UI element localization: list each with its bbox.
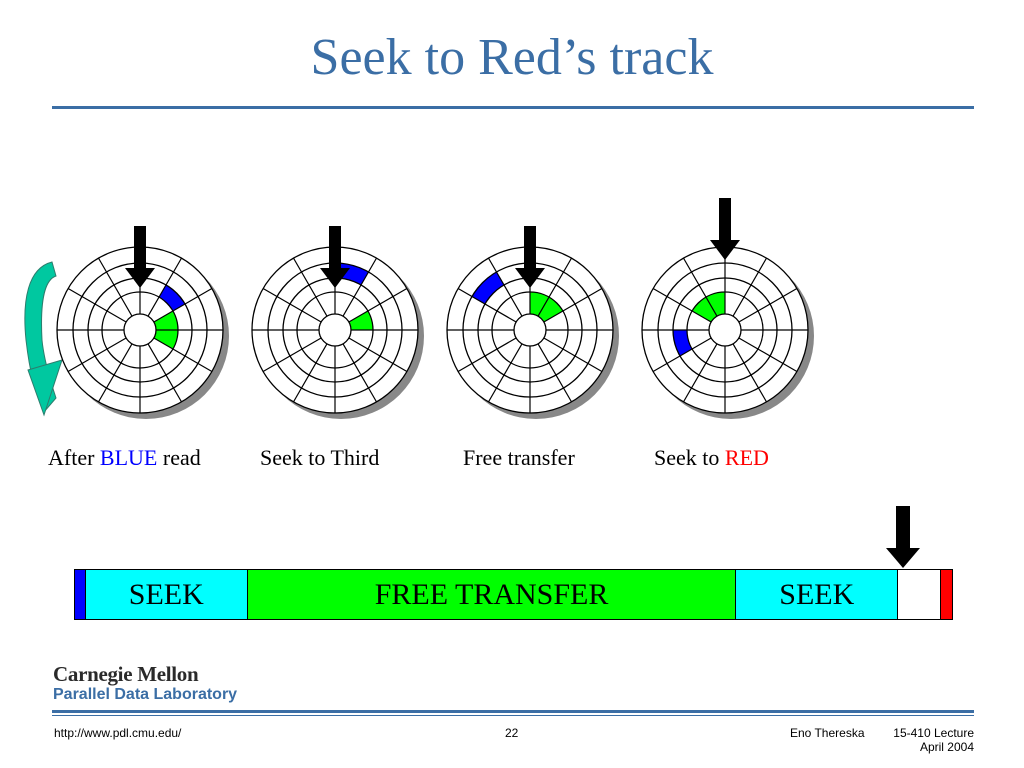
disk-spoke (487, 343, 523, 403)
caption-text: After (48, 445, 100, 470)
disk-spoke (537, 257, 573, 317)
disk-spoke (153, 337, 213, 373)
footer-rule (52, 710, 974, 713)
caption-text: Free transfer (463, 445, 575, 470)
disk-2 (251, 226, 424, 419)
disk-spoke (543, 337, 603, 373)
timeline-segment-white (898, 570, 942, 619)
footer-rule-thin (52, 715, 974, 716)
disk-head-arrow-icon (125, 226, 155, 288)
disk-spoke (97, 343, 133, 403)
disk-spoke (67, 337, 127, 373)
sector-blue (159, 284, 186, 311)
disk-ring (123, 313, 157, 347)
disk-head-arrow-icon (710, 198, 740, 260)
disk-spoke (457, 287, 517, 323)
disk-spoke (732, 257, 768, 317)
disk-ring (318, 313, 352, 347)
logo-cmu: Carnegie Mellon (53, 662, 199, 686)
title-rule (52, 106, 974, 109)
disk-spoke (487, 257, 523, 317)
rotation-arrow-icon (24, 261, 63, 417)
disk-ring (513, 313, 547, 347)
sector-green (348, 311, 373, 330)
disk-head-arrow-icon (320, 226, 350, 288)
disk-spoke (342, 257, 378, 317)
timeline-segment-free-transfer: FREE TRANSFER (247, 570, 737, 619)
disk-spoke (342, 343, 378, 403)
disk-spoke (738, 287, 798, 323)
footer-url[interactable]: http://www.pdl.cmu.edu/ (54, 726, 182, 740)
sector-blue (471, 271, 504, 304)
disk-spoke (262, 287, 322, 323)
disk-spoke (652, 287, 712, 323)
disk-spoke (147, 257, 183, 317)
footer-author: Eno Thereska (790, 726, 865, 740)
disk-caption-1: After BLUE read (48, 445, 201, 471)
timeline-segment-red (941, 570, 952, 619)
sector-green (530, 292, 549, 317)
disk-spoke (682, 257, 718, 317)
disk-spoke (147, 343, 183, 403)
disk-spoke (67, 287, 127, 323)
caption-text: Seek to (654, 445, 725, 470)
sector-green (153, 330, 178, 349)
disk-spoke (292, 257, 328, 317)
disk-spoke (652, 337, 712, 373)
footer-page-number: 22 (505, 726, 519, 740)
disk-spoke (348, 287, 408, 323)
disk-caption-3: Free transfer (463, 445, 575, 471)
timeline-segment-blue (75, 570, 86, 619)
disk-spoke (153, 287, 213, 323)
disk-ring (686, 291, 764, 369)
disk-diagrams (24, 198, 814, 419)
disk-spoke (97, 257, 133, 317)
disk-spoke (537, 343, 573, 403)
disk-ring (101, 291, 179, 369)
disk-spoke (543, 287, 603, 323)
disk-spoke (348, 337, 408, 373)
disk-3 (446, 226, 619, 419)
disk-ring (672, 277, 778, 383)
disk-ring (708, 313, 742, 347)
disk-ring (296, 291, 374, 369)
caption-highlight: RED (724, 445, 769, 470)
disk-caption-2: Seek to Third (260, 445, 379, 471)
disk-spoke (457, 337, 517, 373)
caption-text: read (157, 445, 201, 470)
disk-spoke (292, 343, 328, 403)
disk-spoke (262, 337, 322, 373)
disk-ring (657, 262, 793, 398)
sector-green (153, 311, 178, 330)
disk-spoke (738, 337, 798, 373)
disk-spoke (682, 343, 718, 403)
disk-spoke (732, 343, 768, 403)
timeline-segment-seek: SEEK (736, 570, 899, 619)
caption-highlight: BLUE (99, 445, 158, 470)
logo-pdl: Parallel Data Laboratory (53, 686, 238, 703)
disk-caption-4: Seek to RED (654, 445, 769, 471)
timeline-head-arrow-icon (886, 506, 920, 573)
footer-course: 15-410 Lecture (893, 726, 974, 740)
sector-green (706, 292, 725, 317)
disk-4 (641, 198, 814, 419)
footer-date: April 2004 (919, 740, 974, 754)
slide-title: Seek to Red’s track (310, 29, 714, 86)
timeline-segment-seek: SEEK (85, 570, 248, 619)
disk-1 (56, 226, 229, 419)
caption-text: Seek to Third (260, 445, 380, 470)
disk-ring (491, 291, 569, 369)
disk-head-arrow-icon (515, 226, 545, 288)
